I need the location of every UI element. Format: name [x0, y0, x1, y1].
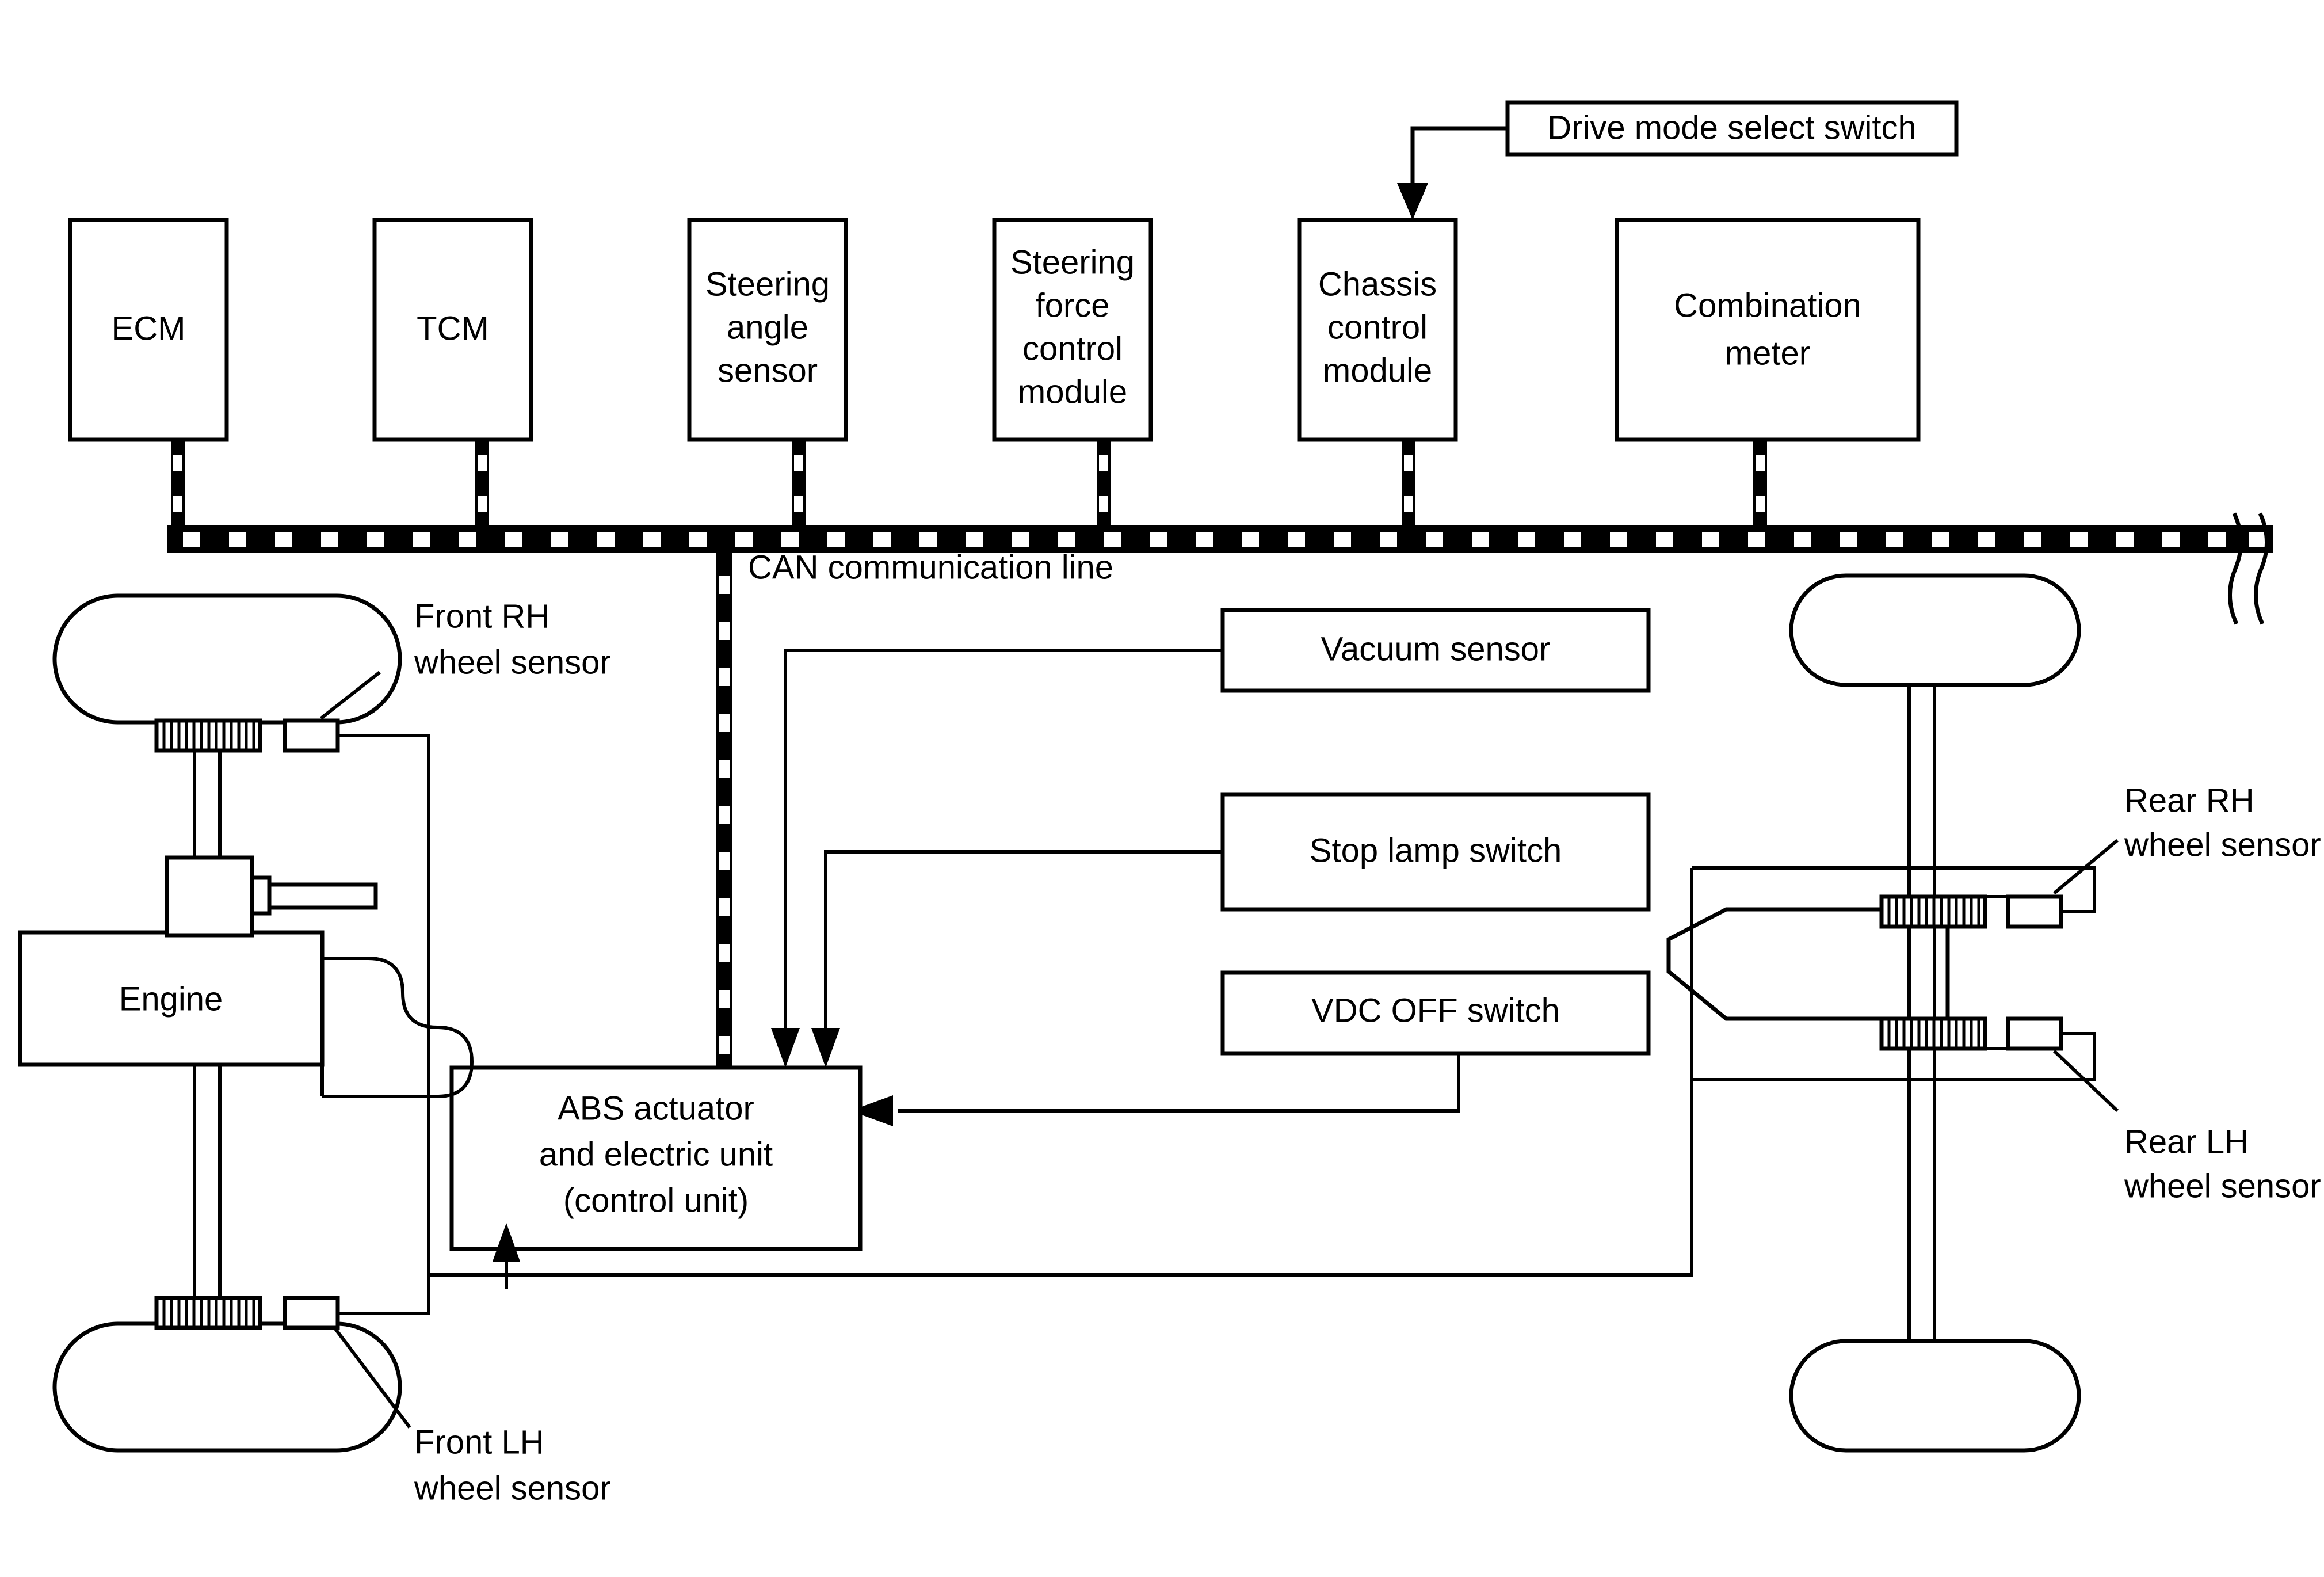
module-label-sas-3: sensor — [718, 352, 818, 389]
module-label-tcm: TCM — [417, 310, 489, 347]
input-label-stop-lamp-switch: Stop lamp switch — [1310, 832, 1562, 869]
wire-rear-harness-trunk — [506, 868, 1693, 1277]
front-lh-wheel-sensor-label-1: Front LH — [414, 1423, 544, 1461]
transmission-block — [165, 855, 378, 938]
module-label-sfcm-4: module — [1018, 373, 1127, 410]
abs-unit-label-2: and electric unit — [539, 1136, 773, 1173]
module-label-sfcm-2: force — [1036, 287, 1110, 324]
front-rh-wheel-sensor-label-2: wheel sensor — [414, 643, 611, 681]
rear-differential-connector-stubs — [1948, 895, 2008, 1050]
module-box-combination-meter[interactable]: Combination meter — [1615, 218, 1921, 442]
module-label-sas-2: angle — [727, 308, 808, 346]
module-label-ecm: ECM — [112, 310, 186, 347]
front-rh-wheel-sensor-body[interactable] — [283, 718, 340, 753]
input-box-vdc-off-switch[interactable]: VDC OFF switch — [1220, 970, 1651, 1056]
can-drop-stubs — [171, 437, 1767, 527]
front-lh-wheel-sensor-body[interactable] — [283, 1296, 340, 1330]
rear-rh-wheel-sensor-label-2: wheel sensor — [2124, 826, 2321, 863]
abs-unit-label-3: (control unit) — [563, 1182, 749, 1219]
rear-lh-wheel-sensor-label-1: Rear LH — [2124, 1123, 2249, 1160]
wire-stop-lamp-switch-to-abs — [811, 850, 1223, 1068]
rear-lh-sensor-rotor — [1879, 1016, 1987, 1051]
module-label-sas-1: Steering — [705, 265, 830, 303]
front-rh-wheel-sensor-label-1: Front RH — [414, 597, 549, 635]
can-branch-to-abs — [716, 550, 732, 1071]
front-rh-wheel — [52, 593, 402, 725]
module-box-steering-force-control-module[interactable]: Steering force control module — [992, 218, 1153, 442]
front-rh-sensor-leader — [320, 671, 381, 720]
rear-lh-wheel-sensor-label-2: wheel sensor — [2124, 1167, 2321, 1205]
module-label-ccm-2: control — [1327, 308, 1428, 346]
front-lh-wheel — [52, 1321, 402, 1453]
module-label-meter-1: Combination — [1674, 287, 1861, 324]
can-line-label: CAN communication line — [748, 548, 1113, 586]
module-label-meter-2: meter — [1725, 334, 1810, 372]
rear-differential — [1666, 907, 1950, 1021]
wire-rear-lh-sensor-to-abs — [1692, 1032, 2096, 1081]
module-box-chassis-control-module[interactable]: Chassis control module — [1297, 218, 1458, 442]
wire-vacuum-sensor-to-abs — [771, 649, 1223, 1068]
abs-unit-label-1: ABS actuator — [558, 1090, 754, 1127]
can-line-break-icon — [2227, 512, 2269, 625]
front-lh-sensor-rotor — [154, 1296, 262, 1330]
wire-front-rh-sensor-to-abs — [338, 734, 452, 1277]
module-box-ecm[interactable]: ECM — [68, 218, 229, 442]
engine-block: Engine — [18, 930, 474, 1098]
rear-rh-sensor-rotor — [1879, 894, 1987, 929]
rear-lh-wheel-sensor-body[interactable] — [2006, 1016, 2063, 1051]
rear-axle-shaft — [1907, 684, 1936, 1342]
drive-mode-select-switch-label: Drive mode select switch — [1547, 109, 1916, 146]
wire-vdc-off-switch-to-abs — [850, 1053, 1460, 1126]
module-label-sfcm-1: Steering — [1010, 243, 1135, 281]
input-box-stop-lamp-switch[interactable]: Stop lamp switch — [1220, 792, 1651, 912]
rear-rh-wheel-sensor-body[interactable] — [2006, 894, 2063, 929]
module-label-ccm-1: Chassis — [1318, 265, 1437, 303]
input-label-vacuum-sensor: Vacuum sensor — [1321, 630, 1551, 668]
drive-mode-select-switch[interactable]: Drive mode select switch — [1505, 100, 1959, 157]
module-label-ccm-3: module — [1323, 352, 1432, 389]
rear-lh-wheel — [1789, 1339, 2081, 1453]
rear-rh-wheel-sensor-label-1: Rear RH — [2124, 782, 2254, 819]
front-lh-wheel-sensor-label-2: wheel sensor — [414, 1469, 611, 1507]
front-rh-sensor-rotor — [154, 718, 262, 753]
module-box-steering-angle-sensor[interactable]: Steering angle sensor — [687, 218, 848, 442]
abs-actuator-unit[interactable]: ABS actuator and electric unit (control … — [449, 1065, 863, 1251]
front-lh-sensor-leader — [332, 1325, 411, 1429]
module-box-tcm[interactable]: TCM — [372, 218, 533, 442]
input-box-vacuum-sensor[interactable]: Vacuum sensor — [1220, 608, 1651, 693]
engine-label: Engine — [119, 980, 223, 1018]
input-label-vdc-off-switch: VDC OFF switch — [1311, 992, 1560, 1029]
drive-mode-to-ccm-arrow — [1397, 126, 1508, 220]
module-label-sfcm-3: control — [1022, 330, 1123, 367]
can-bus-line — [167, 525, 2273, 553]
rear-rh-wheel — [1789, 573, 2081, 687]
